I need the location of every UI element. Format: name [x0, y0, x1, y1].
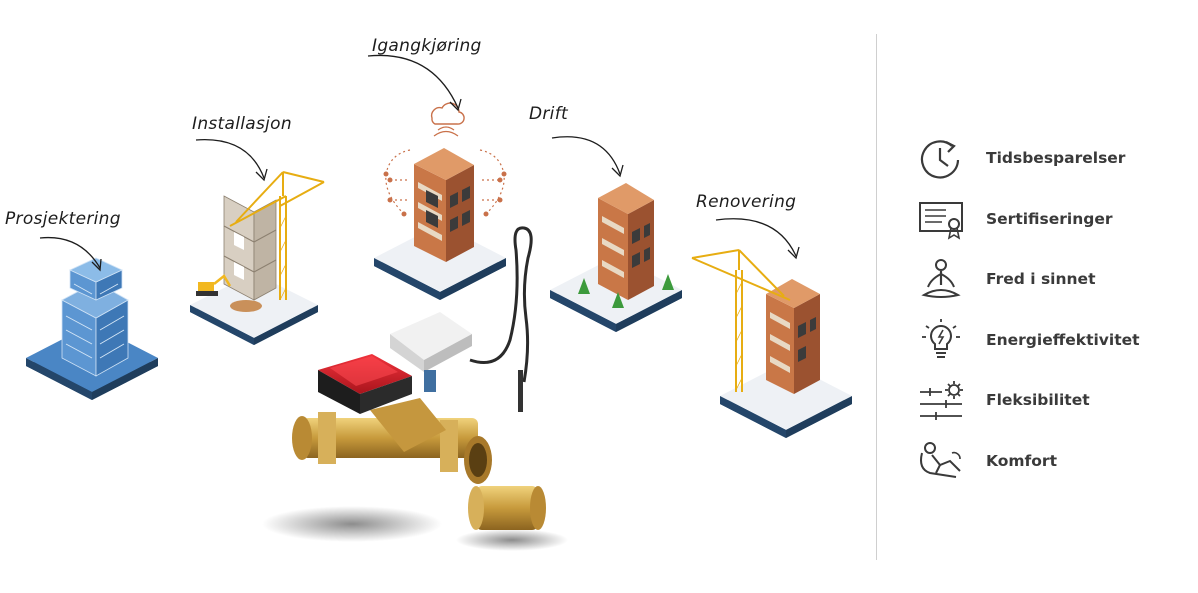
renovation-building — [691, 249, 852, 438]
sliders-gear-icon — [914, 377, 968, 423]
lifecycle-illustration: Prosjektering Installasjon Igangkjøring … — [5, 36, 852, 551]
vertical-divider — [876, 34, 877, 560]
clock-icon — [914, 135, 968, 181]
commissioning-building — [374, 102, 507, 300]
phase-arrows — [39, 54, 800, 272]
benefit-item-fred-i-sinnet: Fred i sinnet — [914, 249, 1184, 310]
benefit-item-sertifiseringer: Sertifiseringer — [914, 189, 1184, 250]
certificate-icon — [914, 196, 968, 242]
lifecycle-artwork — [26, 54, 852, 551]
benefit-item-fleksibilitet: Fleksibilitet — [914, 370, 1184, 431]
benefit-label: Fleksibilitet — [986, 391, 1090, 410]
phase-label-igangkjoring: Igangkjøring — [372, 36, 482, 56]
phase-label-drift: Drift — [529, 104, 568, 124]
benefit-label: Komfort — [986, 451, 1057, 470]
reclining-person-icon — [914, 438, 968, 484]
phase-label-installasjon: Installasjon — [192, 114, 292, 134]
phase-label-renovering: Renovering — [696, 192, 797, 212]
blueprint-building — [26, 257, 158, 400]
benefit-list: Tidsbesparelser Sertifiseringer Fred i s — [914, 128, 1184, 491]
benefit-item-komfort: Komfort — [914, 431, 1184, 492]
construction-site — [190, 171, 325, 345]
benefit-item-tidsbesparelser: Tidsbesparelser — [914, 128, 1184, 189]
meditation-icon — [914, 256, 968, 302]
benefit-label: Sertifiseringer — [986, 209, 1113, 228]
phase-label-prosjektering: Prosjektering — [5, 209, 121, 229]
benefit-label: Energieffektivitet — [986, 330, 1140, 349]
benefit-label: Tidsbesparelser — [986, 149, 1126, 168]
benefit-item-energieffektivitet: Energieffektivitet — [914, 310, 1184, 371]
benefit-label: Fred i sinnet — [986, 270, 1096, 289]
valve-product — [262, 226, 568, 551]
operation-building — [550, 183, 682, 332]
lightbulb-icon — [914, 317, 968, 363]
